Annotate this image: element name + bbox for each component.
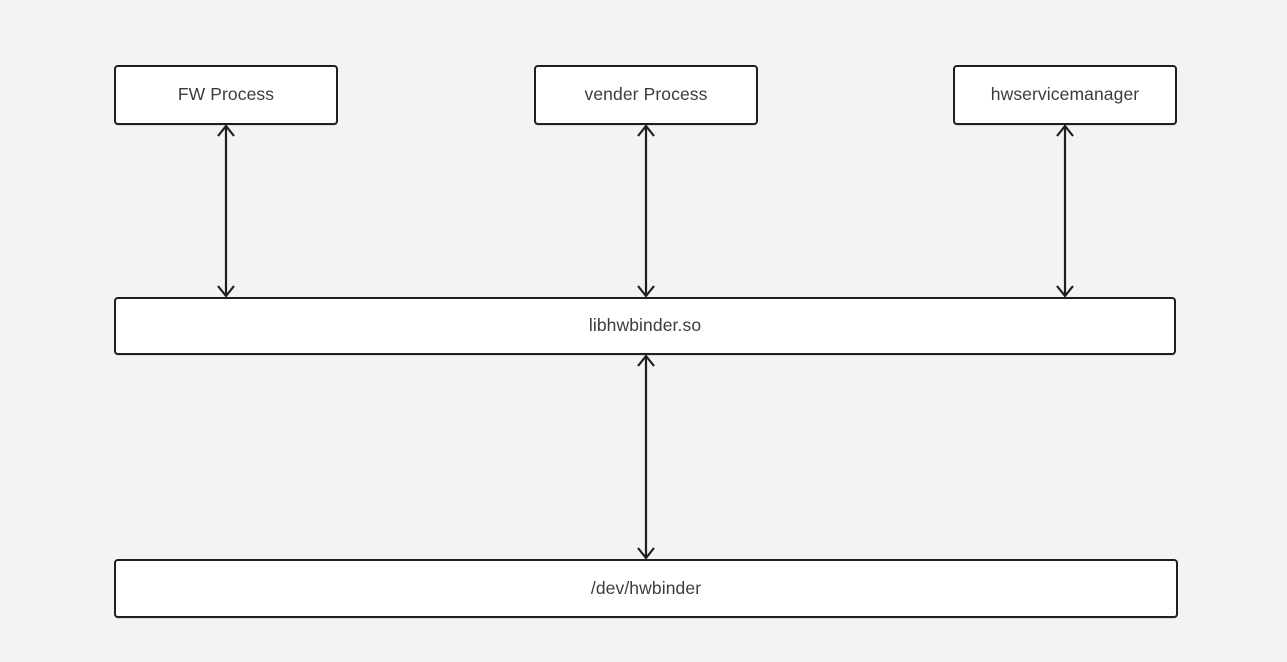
edge-libhwbinder-to-dev-hwbinder [637,354,655,560]
node-libhwbinder[interactable]: libhwbinder.so [114,297,1176,355]
node-vender-process[interactable]: vender Process [534,65,758,125]
node-fw-process-label: FW Process [177,84,275,105]
node-libhwbinder-label: libhwbinder.so [588,315,702,336]
node-vender-process-label: vender Process [584,84,708,105]
edge-vender-process-to-libhwbinder [637,124,655,298]
node-hwservicemanager-label: hwservicemanager [990,84,1140,105]
node-fw-process[interactable]: FW Process [114,65,338,125]
node-dev-hwbinder-label: /dev/hwbinder [590,577,702,598]
node-dev-hwbinder[interactable]: /dev/hwbinder [114,559,1178,618]
node-hwservicemanager[interactable]: hwservicemanager [953,65,1177,125]
edge-hwservicemanager-to-libhwbinder [1056,124,1074,298]
edge-fw-process-to-libhwbinder [217,124,235,298]
